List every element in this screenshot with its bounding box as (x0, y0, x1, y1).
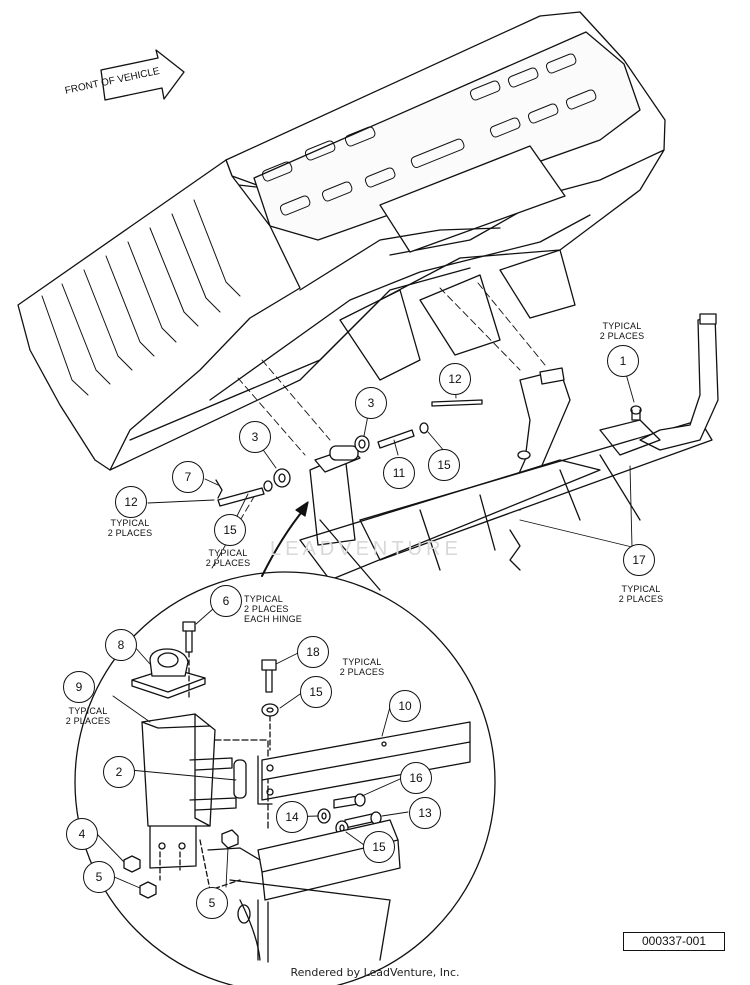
callout-17: 17 (623, 544, 655, 576)
note-typical-12: TYPICAL 2 PLACES (107, 518, 153, 538)
callout-1: 1 (607, 345, 639, 377)
detail-bolt-6 (182, 621, 196, 701)
callout-12-lower: 12 (115, 486, 147, 518)
detail-bracket-9 (141, 713, 237, 869)
callout-15-upper: 15 (428, 449, 460, 481)
callout-13: 13 (409, 797, 441, 829)
upper-hinge-assembly (215, 399, 483, 546)
detail-lower-frame (199, 819, 401, 963)
note-typical-9: TYPICAL 2 PLACES (65, 706, 111, 726)
callout-5-left: 5 (83, 861, 115, 893)
callout-3-upper: 3 (355, 387, 387, 419)
detail-spacer-2 (214, 739, 269, 831)
callout-2: 2 (103, 756, 135, 788)
detail-nuts (123, 829, 239, 899)
callout-3-lower: 3 (239, 421, 271, 453)
detail-bolt-18 (261, 659, 279, 751)
footer-credit: Rendered by LeadVenture, Inc. (290, 966, 460, 979)
drawing-code: 000337-001 (623, 932, 725, 951)
callout-11: 11 (383, 457, 415, 489)
detail-rail-10 (257, 721, 471, 805)
front-arrow-icon (100, 49, 185, 101)
note-typical-each-hinge: TYPICAL 2 PLACES EACH HINGE (244, 594, 303, 624)
detail-magnifier (74, 571, 496, 985)
callout-15-detail: 15 (300, 676, 332, 708)
note-typical-18: TYPICAL 2 PLACES (339, 657, 385, 677)
callout-12-upper: 12 (439, 363, 471, 395)
callout-8: 8 (105, 629, 137, 661)
frame-rails (299, 313, 719, 591)
detail-hinge-block (131, 648, 206, 699)
callout-15-lower: 15 (214, 514, 246, 546)
callout-6: 6 (210, 585, 242, 617)
callout-9: 9 (63, 671, 95, 703)
cargo-box (17, 11, 666, 471)
note-typical-15: TYPICAL 2 PLACES (205, 548, 251, 568)
callout-14: 14 (276, 801, 308, 833)
callout-15-detail-lower: 15 (363, 831, 395, 863)
detail-hardware-right (317, 793, 382, 836)
note-typical-1: TYPICAL 2 PLACES (599, 321, 645, 341)
watermark: LEADVENTURE (270, 538, 462, 560)
callout-5-center: 5 (196, 887, 228, 919)
note-typical-17: TYPICAL 2 PLACES (618, 584, 664, 604)
callout-18: 18 (297, 636, 329, 668)
callout-16: 16 (400, 762, 432, 794)
callout-7: 7 (172, 461, 204, 493)
callout-4: 4 (66, 818, 98, 850)
callout-10: 10 (389, 690, 421, 722)
